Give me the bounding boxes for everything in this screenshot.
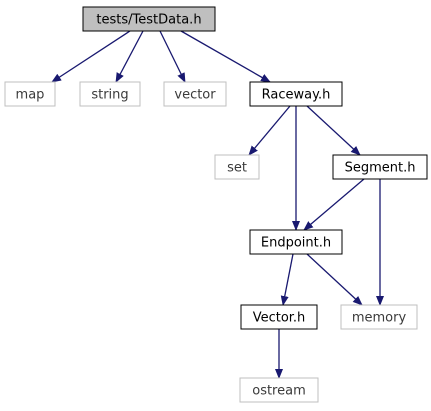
node-box (332, 154, 428, 180)
node-box (249, 81, 343, 107)
node-box (4, 81, 56, 107)
node-label: Raceway.h (262, 88, 331, 103)
edge-raceway-to-segment (306, 105, 361, 156)
node-box (240, 304, 318, 330)
node-label: Segment.h (345, 161, 416, 176)
node-label: tests/TestData.h (96, 13, 201, 28)
node-box (239, 377, 319, 403)
node-label: memory (352, 311, 407, 326)
node-vectorh[interactable]: Vector.h (240, 304, 318, 330)
node-label: ostream (252, 384, 306, 399)
node-label: vector (174, 88, 216, 103)
node-label: map (16, 88, 45, 103)
edge-testdata-to-vector (159, 30, 186, 83)
node-label: Endpoint.h (261, 236, 331, 251)
edge-testdata-to-raceway (180, 30, 271, 83)
node-memory: memory (340, 304, 418, 330)
node-box (340, 304, 418, 330)
node-label: string (91, 88, 128, 103)
node-box (214, 154, 260, 180)
node-vector: vector (163, 81, 227, 107)
edge-raceway-to-set (248, 105, 291, 156)
node-ostream: ostream (239, 377, 319, 403)
node-testdata[interactable]: tests/TestData.h (82, 6, 216, 32)
node-endpoint[interactable]: Endpoint.h (249, 229, 343, 255)
edge-endpoint-to-vectorh (280, 253, 294, 306)
node-box (82, 6, 216, 32)
edge-testdata-to-map (51, 30, 131, 83)
node-box (249, 229, 343, 255)
node-box (79, 81, 141, 107)
node-string: string (79, 81, 141, 107)
edge-segment-to-endpoint (303, 178, 365, 231)
node-label: Vector.h (253, 311, 306, 326)
node-label: set (227, 161, 247, 176)
edge-endpoint-to-memory (306, 253, 363, 306)
node-set: set (214, 154, 260, 180)
node-raceway[interactable]: Raceway.h (249, 81, 343, 107)
node-segment[interactable]: Segment.h (332, 154, 428, 180)
node-map: map (4, 81, 56, 107)
edge-testdata-to-string (115, 30, 144, 83)
node-box (163, 81, 227, 107)
